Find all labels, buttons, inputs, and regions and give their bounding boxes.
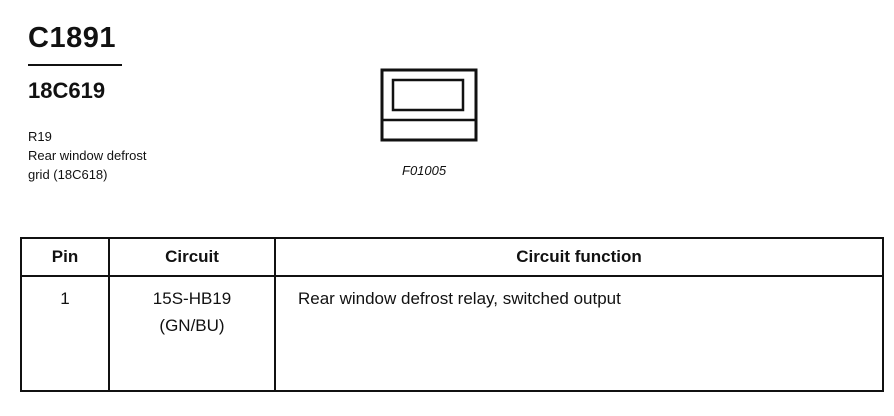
connector-id: C1891 xyxy=(28,22,116,54)
description-line: R19 xyxy=(28,129,52,144)
pin-cell: 1 xyxy=(20,275,110,392)
circuit-id: 15S-HB19 xyxy=(152,289,232,308)
figure-code: F01005 xyxy=(402,163,447,178)
description-line: Rear window defrost xyxy=(28,148,147,163)
title-divider xyxy=(28,64,122,66)
function-cell: Rear window defrost relay, switched outp… xyxy=(274,275,884,392)
pin-column-header: Pin xyxy=(20,237,110,277)
description-line: grid (18C618) xyxy=(28,167,108,182)
circuit-cell: 15S-HB19 (GN/BU) xyxy=(108,275,276,392)
table-row: 1 15S-HB19 (GN/BU) Rear window defrost r… xyxy=(20,275,884,392)
circuit-column-header: Circuit xyxy=(108,237,276,277)
part-number: 18C619 xyxy=(28,78,106,103)
table-header-row: Pin Circuit Circuit function xyxy=(20,237,884,277)
connector-face-icon xyxy=(380,68,478,142)
component-description: R19 Rear window defrost grid (18C618) xyxy=(28,127,147,184)
function-column-header: Circuit function xyxy=(274,237,884,277)
pinout-table: Pin Circuit Circuit function 1 15S-HB19 … xyxy=(20,237,884,392)
circuit-color: (GN/BU) xyxy=(159,316,225,335)
